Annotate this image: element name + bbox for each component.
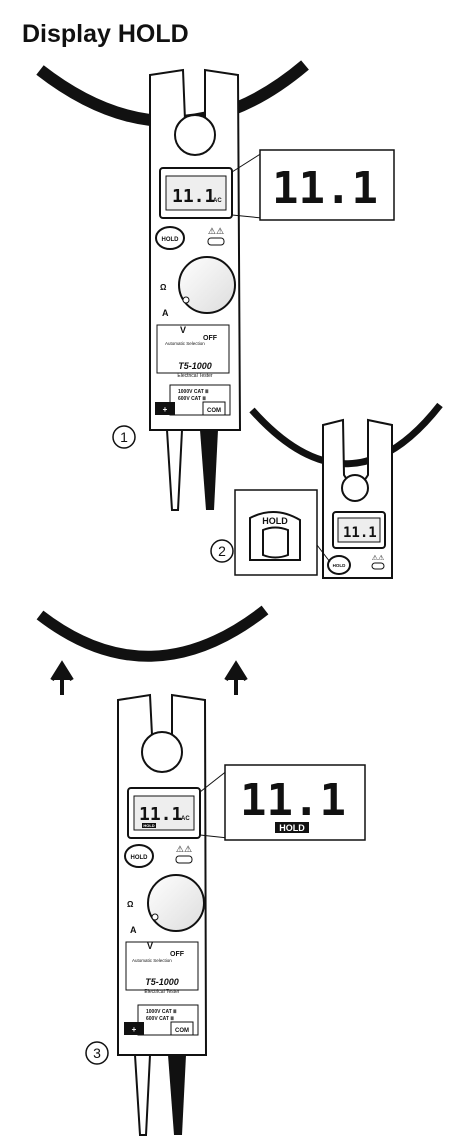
step3-mode-panel xyxy=(125,941,199,991)
up-arrow-left-icon xyxy=(50,660,74,695)
step1-zoom-reading: 11.1 xyxy=(272,163,378,214)
step1-black-probe xyxy=(200,430,218,510)
hand-finger-icon xyxy=(262,526,289,559)
step2-number: 2 xyxy=(218,543,226,559)
step1-tester: 11.1 AC HOLD ⚠⚠ Ω A V OFF Automatic Sele… xyxy=(36,60,309,511)
step3-cat1: 1000V CAT Ⅲ xyxy=(146,1008,177,1015)
step3-plus-jack xyxy=(124,1022,144,1035)
step3-cable xyxy=(36,605,269,662)
step3-volt-label: V xyxy=(147,941,153,951)
step3-jaw-ring xyxy=(141,731,183,773)
step3-ac-label: AC xyxy=(181,816,190,822)
step3-amp-label: A xyxy=(130,925,137,935)
step3-hold-button[interactable] xyxy=(124,844,154,868)
step2-indicator xyxy=(371,562,385,570)
step3-cat2: 600V CAT Ⅲ xyxy=(146,1015,174,1022)
step2-hold-button[interactable] xyxy=(327,555,351,575)
step1-number: 1 xyxy=(120,429,128,445)
step2-cable xyxy=(249,402,443,468)
step1-callout-line-bottom xyxy=(231,214,263,219)
step3-zoom-hold-badge-bg xyxy=(275,822,309,833)
step3-com-jack xyxy=(170,1021,194,1036)
step1-callout-line-top xyxy=(231,152,263,173)
step2-reading: 11.1 xyxy=(343,525,377,541)
step3-hold-label: HOLD xyxy=(131,855,149,861)
step3-auto-label: Automatic Selection xyxy=(132,958,172,963)
up-arrow-right-icon xyxy=(224,660,248,695)
step1-warning-icons: ⚠⚠ xyxy=(208,226,224,236)
step1-hold-button[interactable] xyxy=(155,226,185,250)
step3-ohm-label: Ω xyxy=(127,900,134,909)
step1-auto-label: Automatic Selection xyxy=(165,341,205,346)
step3-subtitle: Electrical Tester xyxy=(144,989,180,995)
step1-model: T5-1000 xyxy=(178,361,212,371)
step3-number: 3 xyxy=(93,1045,101,1061)
step1-rotary-knob[interactable] xyxy=(178,256,236,314)
step2-lcd xyxy=(337,517,381,543)
step3-tester: 11.1 AC HOLD HOLD ⚠⚠ Ω A V OFF Automatic… xyxy=(117,693,208,1136)
step1-plus-label: + xyxy=(163,405,168,414)
step1-ac-label: AC xyxy=(213,198,222,204)
step3-number-circle xyxy=(85,1041,109,1065)
step3-terminal-block xyxy=(137,1004,199,1036)
step1-plus-jack xyxy=(155,402,175,415)
step1-com-label: COM xyxy=(207,408,221,414)
step1-zoom-panel xyxy=(259,149,395,221)
step2-hold-label: HOLD xyxy=(333,563,346,568)
step3-indicator xyxy=(175,855,193,864)
step3-rotary-knob[interactable] xyxy=(147,874,205,932)
step2-zoom-hold-label: HOLD xyxy=(262,516,288,526)
step3-plus-label: + xyxy=(132,1025,137,1034)
step1-red-probe xyxy=(165,429,184,511)
step2-callout-line xyxy=(316,544,331,563)
step2-tester: 11.1 HOLD ⚠⚠ xyxy=(249,402,443,579)
step3-hold-badge: HOLD xyxy=(143,823,154,828)
step3-model: T5-1000 xyxy=(145,977,179,987)
step2-warning-icons: ⚠⚠ xyxy=(372,554,385,562)
page-title: Display HOLD xyxy=(22,20,189,48)
step2-number-circle xyxy=(210,539,234,563)
step1-ohm-label: Ω xyxy=(160,283,167,292)
step1-hold-label: HOLD xyxy=(162,237,180,243)
step3-off-label: OFF xyxy=(170,951,185,958)
step1-reading: 11.1 xyxy=(172,186,215,207)
step2-jaw-ring xyxy=(341,474,369,502)
step3-zoom-hold-badge: HOLD xyxy=(279,823,305,833)
step1-volt-label: V xyxy=(180,325,186,335)
step1-cat2: 600V CAT Ⅲ xyxy=(178,395,206,402)
step3-com-label: COM xyxy=(175,1028,189,1034)
step3-black-probe xyxy=(168,1055,186,1135)
step1-off-label: OFF xyxy=(203,335,218,342)
step1-indicator xyxy=(207,237,225,246)
step1-mode-panel xyxy=(156,324,230,374)
step1-number-circle xyxy=(112,425,136,449)
step3-zoom-reading: 11.1 xyxy=(240,775,346,826)
step1-jaw-ring xyxy=(174,114,216,156)
step3-knob-pointer xyxy=(151,913,159,921)
step3-red-probe xyxy=(133,1054,152,1136)
step3-reading: 11.1 xyxy=(139,804,182,825)
step1-com-jack xyxy=(202,401,226,416)
step1-subtitle: Electrical Tester xyxy=(177,373,213,379)
step3-callout-line-bottom xyxy=(199,834,229,839)
step1-amp-label: A xyxy=(162,308,169,318)
step1-knob-pointer xyxy=(182,296,190,304)
step1-lcd xyxy=(165,175,227,211)
step3-callout-line-top xyxy=(199,769,229,793)
step3-warning-icons: ⚠⚠ xyxy=(176,844,192,854)
step3-hold-badge-bg xyxy=(142,823,156,828)
step1-cat1: 1000V CAT Ⅲ xyxy=(178,388,209,395)
